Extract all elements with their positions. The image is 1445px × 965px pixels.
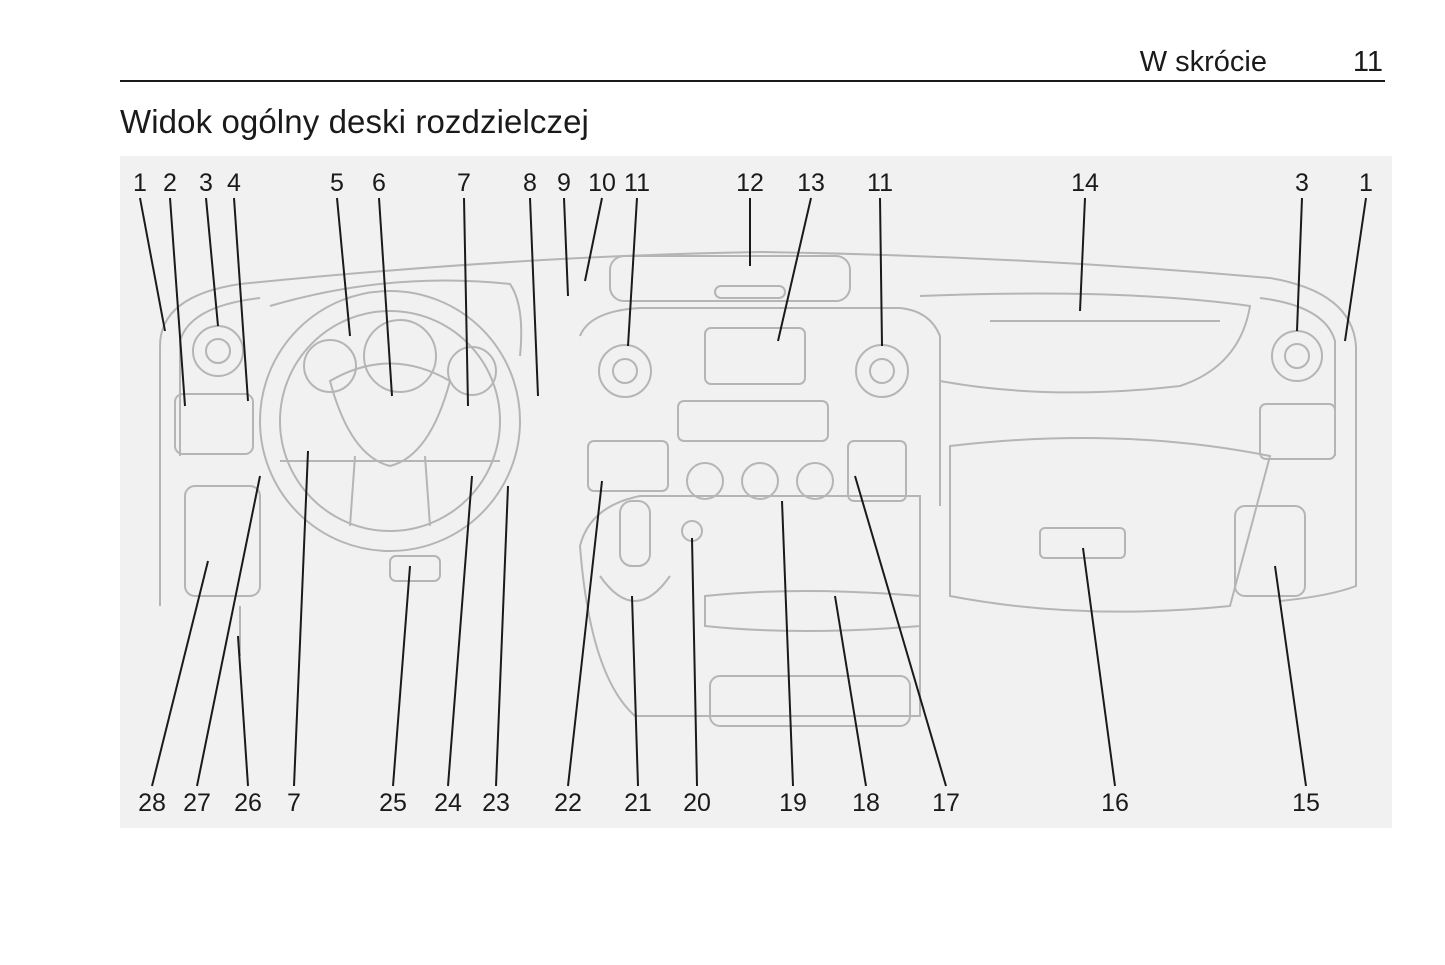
callout-bottom-24: 24 [434, 789, 462, 817]
callout-bottom-15: 15 [1292, 789, 1320, 817]
leader-lines [139, 197, 1367, 787]
callout-top-7: 7 [457, 169, 471, 197]
callout-top-11a: 11 [624, 169, 650, 197]
callout-bottom-18: 18 [852, 789, 880, 817]
callout-numbers: 1 2 3 4 5 6 7 8 9 10 11 12 13 11 14 3 1 … [133, 169, 1373, 817]
callout-bottom-22: 22 [554, 789, 582, 817]
dashboard-illustration: 1 2 3 4 5 6 7 8 9 10 11 12 13 11 14 3 1 … [120, 156, 1392, 828]
header-rule [120, 80, 1385, 82]
callout-top-3: 3 [199, 169, 213, 197]
callout-top-14: 14 [1071, 169, 1099, 197]
callout-top-10: 10 [588, 169, 616, 197]
callout-bottom-7: 7 [287, 789, 301, 817]
callout-top-12: 12 [736, 169, 764, 197]
callout-top-6: 6 [372, 169, 386, 197]
page-title: Widok ogólny deski rozdzielczej [120, 103, 589, 140]
callout-bottom-20: 20 [683, 789, 711, 817]
dashboard-drawing: 1 2 3 4 5 6 7 8 9 10 11 12 13 11 14 3 1 … [133, 169, 1373, 817]
callout-bottom-17: 17 [932, 789, 960, 817]
callout-top-5: 5 [330, 169, 344, 197]
callout-bottom-25: 25 [379, 789, 407, 817]
dashboard-outline [159, 250, 1357, 727]
callout-bottom-23: 23 [482, 789, 510, 817]
callout-top-13: 13 [797, 169, 825, 197]
callout-bottom-19: 19 [779, 789, 807, 817]
callout-top-8: 8 [523, 169, 537, 197]
callout-bottom-16: 16 [1101, 789, 1129, 817]
page-header: W skrócie 11 [120, 40, 1385, 80]
callout-top-1: 1 [133, 169, 147, 197]
callout-top-9: 9 [557, 169, 571, 197]
callout-top-11b: 11 [867, 169, 893, 197]
callout-bottom-28: 28 [138, 789, 166, 817]
callout-bottom-21: 21 [624, 789, 652, 817]
callout-top-2: 2 [163, 169, 177, 197]
callout-top-4: 4 [227, 169, 241, 197]
callout-top-3b: 3 [1295, 169, 1309, 197]
callout-bottom-26: 26 [234, 789, 262, 817]
callout-top-1b: 1 [1359, 169, 1373, 197]
callout-bottom-27: 27 [183, 789, 211, 817]
page-number: 11 [1352, 46, 1383, 78]
section-title: W skrócie [1139, 46, 1267, 78]
